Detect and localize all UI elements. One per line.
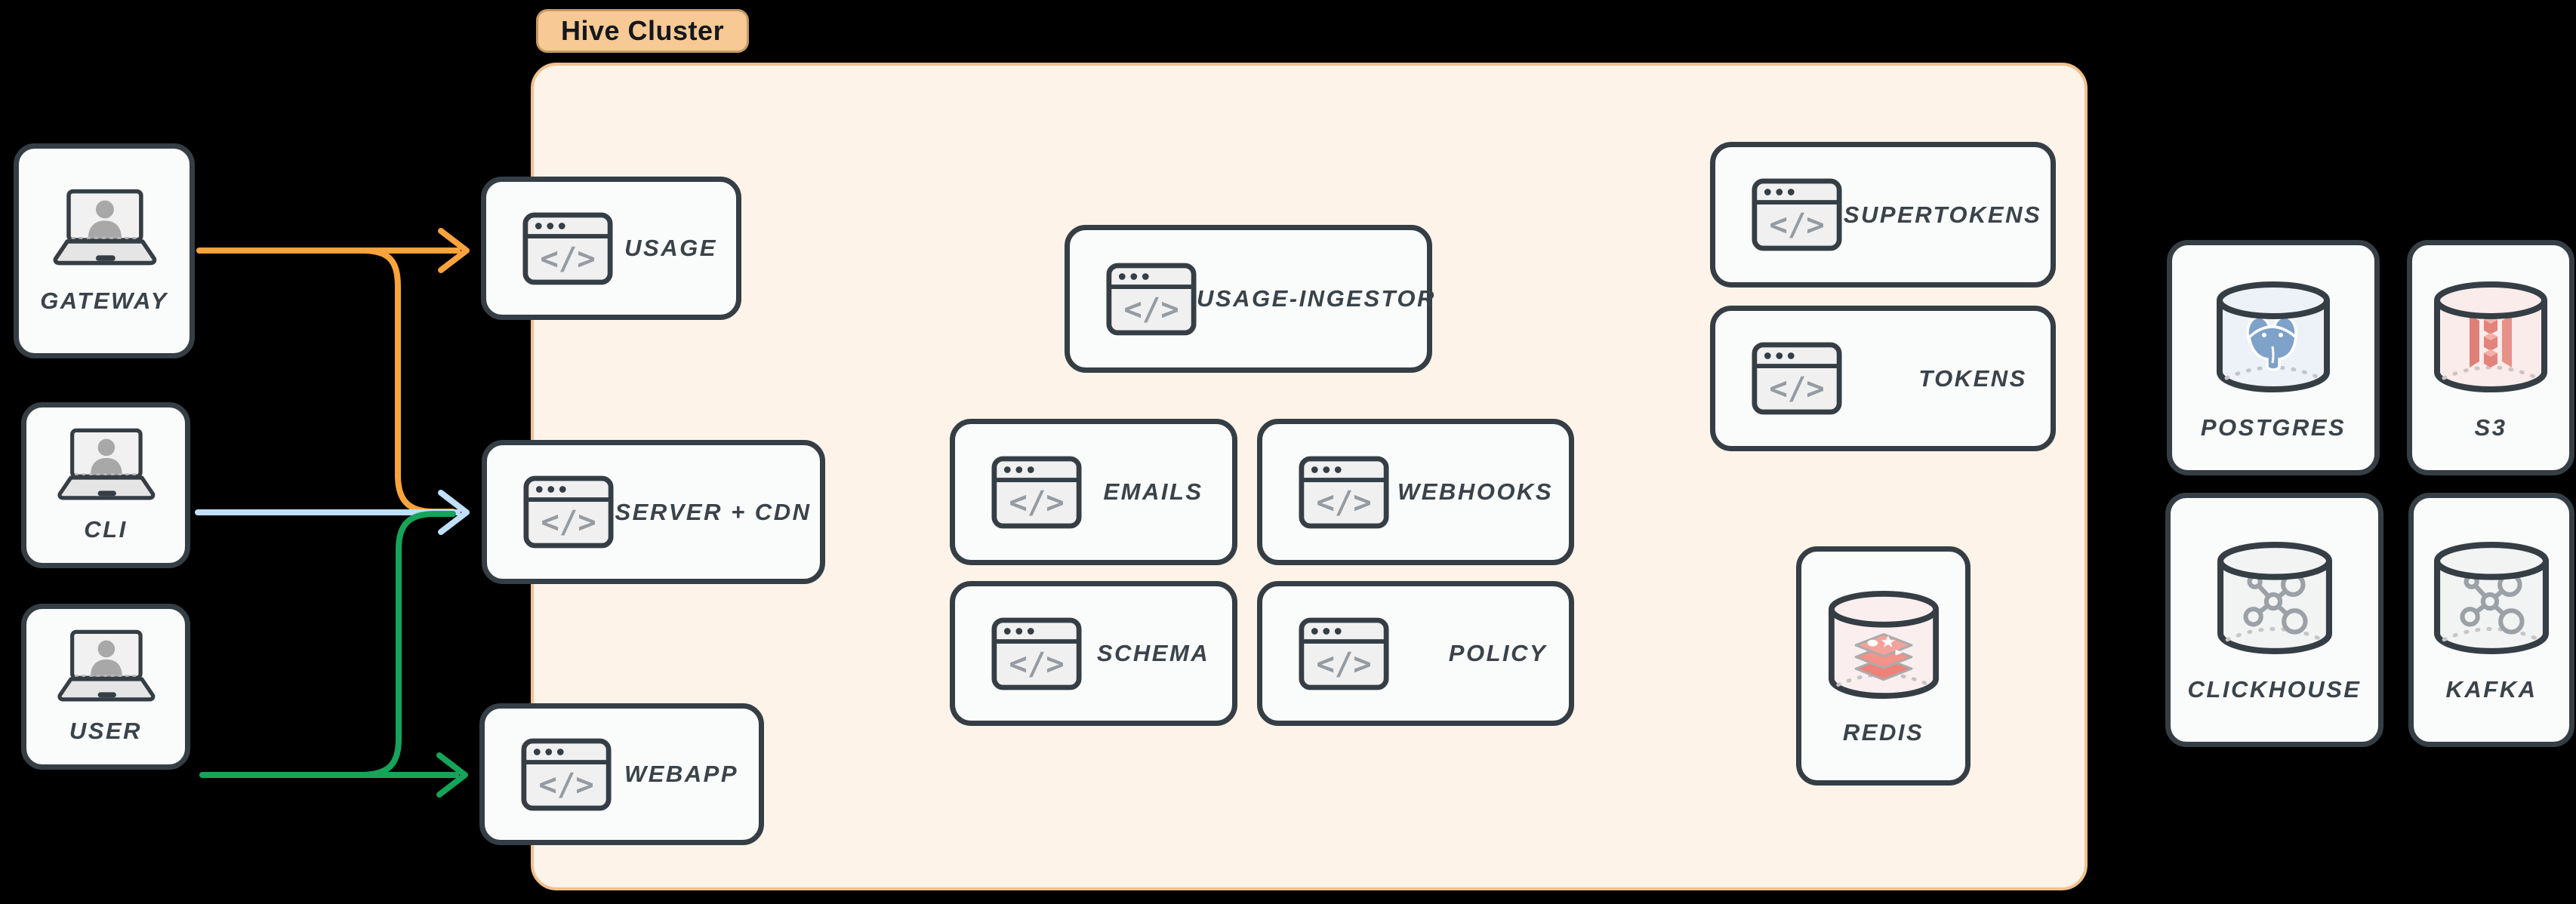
node-user: USER (21, 604, 190, 770)
node-usage: USAGE (481, 177, 741, 320)
node-supertokens: SUPERTOKENS (1710, 142, 2056, 287)
node-gateway: GATEWAY (14, 143, 195, 358)
node-emails: EMAILS (950, 419, 1237, 565)
node-kafka-label: KAFKA (2445, 676, 2537, 703)
node-webhooks: WEBHOOKS (1257, 419, 1574, 565)
node-clickhouse: CLICKHOUSE (2165, 493, 2383, 747)
node-policy: POLICY (1257, 581, 1574, 726)
node-tokens: TOKENS (1710, 306, 2056, 451)
arrow-user-webapp (199, 752, 468, 798)
arrow-gateway-usage (196, 228, 470, 273)
node-schema-label: SCHEMA (1096, 640, 1210, 666)
node-user-label: USER (69, 718, 143, 744)
code-window-icon (1752, 342, 1842, 415)
node-schema: SCHEMA (950, 581, 1237, 726)
cluster-label: Hive Cluster (536, 9, 750, 53)
node-cli-label: CLI (84, 516, 128, 543)
node-webapp-label: WEBAPP (624, 761, 739, 787)
node-redis-label: REDIS (1842, 719, 1924, 746)
node-postgres: POSTGRES (2167, 240, 2380, 475)
node-emails-label: EMAILS (1103, 478, 1203, 505)
code-window-icon (1299, 456, 1389, 529)
kafka-database-icon (2378, 542, 2576, 656)
clickhouse-database-icon (2162, 542, 2388, 656)
s3-database-icon (2377, 281, 2576, 395)
code-window-icon (522, 212, 613, 285)
node-postgres-label: POSTGRES (2200, 414, 2346, 441)
redis-database-icon (1770, 591, 1997, 701)
code-window-icon (1752, 178, 1842, 251)
node-kafka: KAFKA (2408, 493, 2574, 747)
node-supertokens-label: SUPERTOKENS (1843, 201, 2042, 228)
postgres-database-icon (2160, 281, 2386, 395)
code-window-icon (523, 475, 614, 549)
arrow-user-server-cdn (358, 511, 456, 778)
node-clickhouse-label: CLICKHOUSE (2187, 676, 2362, 703)
node-redis: REDIS (1796, 546, 1971, 786)
node-usage-ingestor: USAGE-INGESTOR (1065, 225, 1434, 373)
node-webhooks-label: WEBHOOKS (1397, 478, 1553, 505)
arrow-cli-server-cdn (195, 490, 470, 535)
node-server-cdn: SERVER + CDN (482, 440, 825, 584)
node-usage-label: USAGE (624, 235, 717, 261)
code-window-icon (1106, 263, 1197, 336)
node-usage-ingestor-label: USAGE-INGESTOR (1197, 285, 1436, 312)
laptop-user-icon (49, 629, 162, 704)
node-gateway-label: GATEWAY (40, 287, 168, 314)
code-window-icon (991, 456, 1082, 529)
node-cli: CLI (21, 402, 190, 568)
code-window-icon (1299, 617, 1389, 690)
node-server-cdn-label: SERVER + CDN (615, 498, 812, 525)
laptop-user-icon (45, 188, 164, 268)
node-tokens-label: TOKENS (1918, 364, 2027, 392)
laptop-user-icon (49, 427, 162, 503)
arrow-gateway-server-cdn (359, 248, 456, 515)
code-window-icon (991, 617, 1082, 690)
node-policy-label: POLICY (1448, 640, 1548, 666)
code-window-icon (521, 738, 612, 811)
node-webapp: WEBAPP (479, 703, 764, 845)
node-s3-label: S3 (2474, 414, 2507, 441)
node-s3: S3 (2407, 240, 2574, 475)
